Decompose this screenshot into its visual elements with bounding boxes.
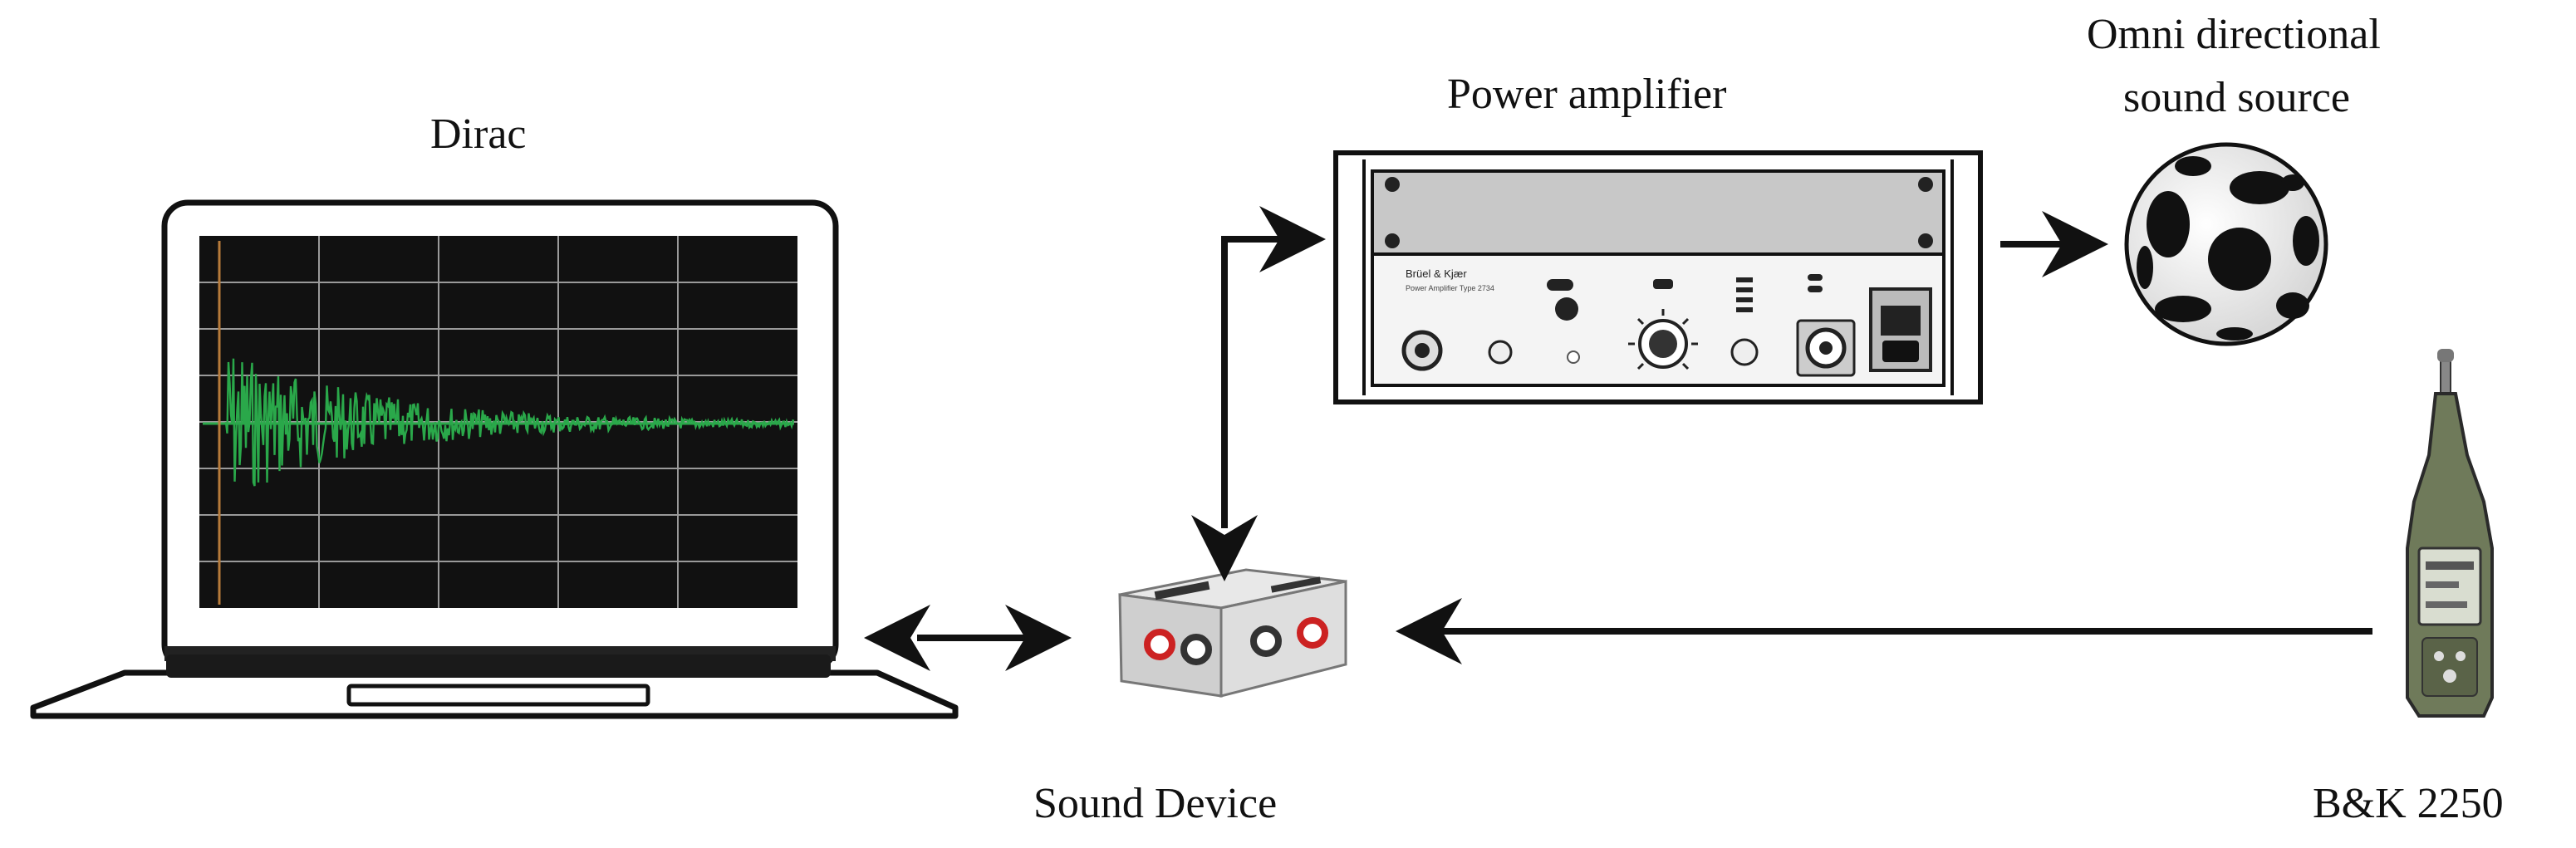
input-connector-center xyxy=(1415,343,1430,358)
laptop xyxy=(30,199,959,719)
protect-indicator xyxy=(1808,274,1823,281)
meter-label: B&K 2250 xyxy=(2313,780,2504,827)
omni-directional-speaker xyxy=(2124,142,2328,346)
connector-black xyxy=(1250,625,1282,657)
speaker-driver xyxy=(2175,156,2211,176)
laptop-touchpad xyxy=(346,684,650,707)
connector-red xyxy=(1144,629,1175,660)
meter-display-bar xyxy=(2426,601,2467,608)
speaker-driver xyxy=(2208,228,2271,291)
meter-keypad xyxy=(2421,637,2478,697)
sound-device-side xyxy=(1219,580,1347,698)
gain-dial xyxy=(1628,309,1698,370)
amplifier-model: Power Amplifier Type 2734 xyxy=(1406,284,1494,292)
meter-button xyxy=(2434,651,2444,661)
screw xyxy=(1385,177,1400,192)
sound-level-meter xyxy=(2406,349,2494,718)
sound-device-label: Sound Device xyxy=(1033,780,1278,827)
power-inlet-socket xyxy=(1882,341,1919,362)
selector-window xyxy=(1653,279,1673,289)
speaker-driver xyxy=(2230,171,2289,204)
mode-switch xyxy=(1547,279,1573,291)
speaker-driver xyxy=(2147,191,2190,257)
small-knob xyxy=(1488,340,1513,365)
speaker-label-line1: Omni directional xyxy=(2087,11,2381,58)
speaker-driver xyxy=(2155,296,2211,322)
meter-display-bar xyxy=(2426,561,2474,570)
sound-device-label-strip xyxy=(1154,581,1210,600)
screw xyxy=(1918,177,1933,192)
screw xyxy=(1385,233,1400,248)
laptop-label: Dirac xyxy=(430,110,527,158)
toggle-knob xyxy=(1555,297,1578,321)
connector-black xyxy=(1180,634,1212,665)
laptop-keyboard xyxy=(166,654,831,678)
sound-device xyxy=(1118,568,1347,698)
speaker-driver xyxy=(2281,174,2304,191)
connector-red xyxy=(1297,617,1328,649)
amplifier-label: Power amplifier xyxy=(1447,71,1727,118)
meter-button xyxy=(2443,669,2456,683)
speaker-label-line2: sound source xyxy=(2123,74,2350,121)
arrow-sound-device-amplifier xyxy=(1191,206,1326,581)
meter-display-bar xyxy=(2426,581,2459,588)
speaker-driver xyxy=(2293,216,2319,266)
power-amplifier: Brüel & Kjær Power Amplifier Type 2734 xyxy=(1333,150,1983,404)
power-inlet-socket xyxy=(1881,306,1921,336)
indicator-led xyxy=(1567,350,1580,364)
speaker-driver xyxy=(2276,292,2309,319)
amplifier-top-panel xyxy=(1371,169,1945,256)
output-knob xyxy=(1730,338,1759,366)
speaker-driver xyxy=(2137,246,2153,289)
amplifier-brand: Brüel & Kjær xyxy=(1406,267,1467,280)
meter-microphone-tip xyxy=(2437,349,2454,362)
speaker-driver xyxy=(2216,327,2253,341)
screw xyxy=(1918,233,1933,248)
meter-button xyxy=(2456,651,2466,661)
protect-indicator xyxy=(1808,286,1823,292)
output-connector-center xyxy=(1819,341,1833,355)
signal-trace xyxy=(224,358,795,487)
screen-grid xyxy=(199,236,797,608)
level-leds xyxy=(1736,277,1753,312)
